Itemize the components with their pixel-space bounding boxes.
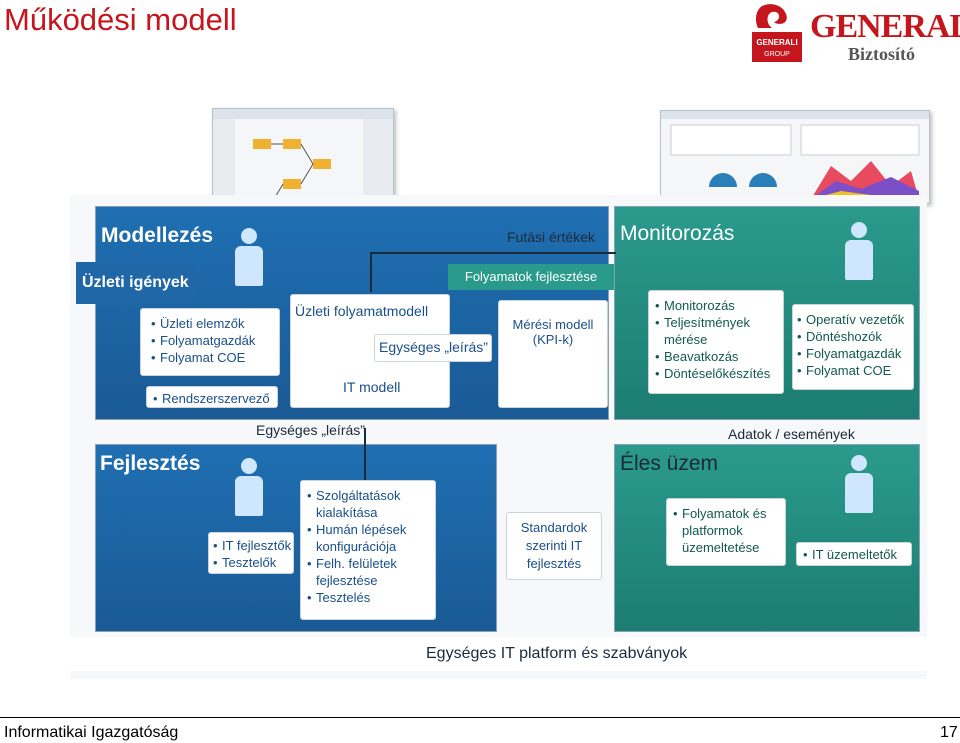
monitorozas-items-box: Monitorozás Teljesítmények mérése Beavat… <box>648 290 784 394</box>
adatok-esemenyek-label: Adatok / események <box>728 426 855 442</box>
page-number: 17 <box>940 724 958 741</box>
connector-line-top <box>370 252 616 254</box>
platform-bar-label: Egységes IT platform és szabványok <box>426 645 688 662</box>
standardok-label: Standardok szerinti IT fejlesztés <box>520 520 588 571</box>
meresi-modell-label: Mérési modell <box>512 317 594 332</box>
ops-item: Folyamatok és platformok üzemeltetése <box>673 505 785 556</box>
footer-divider <box>0 717 960 718</box>
person-icon <box>232 458 266 516</box>
kpi-label: (KPI-k) <box>532 332 574 347</box>
logo-badge-bottom: GROUP <box>764 51 790 58</box>
person-icon <box>842 222 876 280</box>
monitor-item: Teljesítmények mérése <box>655 314 783 348</box>
modellezes-label: Modellezés <box>101 224 214 247</box>
eles-roles-box: IT üzemeltetők <box>796 542 912 566</box>
uzleti-igenyek-banner: Üzleti igények <box>76 262 207 304</box>
lion-badge-icon: GENERALI GROUP <box>752 4 802 62</box>
role-item: Folyamatgazdák <box>797 345 913 362</box>
role-item: Folyamat COE <box>797 362 913 379</box>
dev-item: Humán lépések konfigurációja <box>307 521 435 555</box>
role-item: Operatív vezetők <box>797 311 913 328</box>
role-item: Rendszerszervező <box>153 390 277 407</box>
futasi-ertekek-label: Futási értékek <box>507 229 595 245</box>
role-item: IT üzemeltetők <box>803 546 911 563</box>
monitor-roles-box: Operatív vezetők Döntéshozók Folyamatgaz… <box>792 304 914 390</box>
role-item: IT fejlesztők <box>213 537 293 554</box>
egyseges-leiras-label-2: Egységes „leírás” <box>256 422 365 438</box>
person-icon <box>232 228 266 286</box>
generali-logo: GENERALI GROUP GENERALI Biztosító <box>748 2 960 66</box>
monitor-item: Monitorozás <box>655 297 783 314</box>
uzleti-folyamatmodell-label: Üzleti folyamatmodell <box>295 303 429 319</box>
fejlesztes-roles-box: IT fejlesztők Tesztelők <box>208 532 294 574</box>
rendszerszervezo-box: Rendszerszervező <box>146 386 278 408</box>
egyseges-leiras-label: Egységes „leírás” <box>379 339 488 355</box>
person-icon <box>842 455 876 513</box>
connector-line-left <box>370 252 372 292</box>
uzleti-igenyek-label: Üzleti igények <box>82 274 189 291</box>
dev-item: Tesztelés <box>307 589 435 606</box>
role-item: Üzleti elemzők <box>151 315 275 332</box>
fejlesztes-items-box: Szolgáltatások kialakítása Humán lépések… <box>300 480 436 620</box>
standardok-box: Standardok szerinti IT fejlesztés <box>506 512 602 580</box>
it-modell-label: IT modell <box>343 379 401 395</box>
logo-sub: Biztosító <box>848 44 915 64</box>
fejlesztes-label: Fejlesztés <box>100 452 201 475</box>
modellezes-roles-box: Üzleti elemzők Folyamatgazdák Folyamat C… <box>140 308 280 376</box>
logo-brand: GENERALI <box>810 8 960 45</box>
egyseges-leiras-box: Egységes „leírás” <box>374 334 492 362</box>
footer-department: Informatikai Igazgatóság <box>4 724 179 741</box>
monitorozas-label: Monitorozás <box>620 222 735 245</box>
page-title: Működési modell <box>4 2 237 37</box>
folyamatok-fejlesztese-tab: Folyamatok fejlesztése <box>448 264 614 290</box>
logo-badge-top: GENERALI <box>756 38 797 47</box>
platform-bar: Egységes IT platform és szabványok <box>70 637 927 671</box>
dashboard-screenshot <box>660 110 930 204</box>
eles-uzem-label: Éles üzem <box>620 452 719 475</box>
dev-item: Felh. felületek fejlesztése <box>307 555 435 589</box>
meresi-modell-box: Mérési modell (KPI-k) <box>498 300 608 408</box>
role-item: Folyamat COE <box>151 349 275 366</box>
monitor-item: Beavatkozás <box>655 348 783 365</box>
dashboard-thumbnail-icon <box>661 111 929 199</box>
role-item: Döntéshozók <box>797 328 913 345</box>
monitor-item: Döntéselőkészítés <box>655 365 783 382</box>
role-item: Tesztelők <box>213 554 293 571</box>
connector-line-down <box>364 428 366 488</box>
eles-items-box: Folyamatok és platformok üzemeltetése <box>666 498 786 566</box>
dev-item: Szolgáltatások kialakítása <box>307 487 435 521</box>
role-item: Folyamatgazdák <box>151 332 275 349</box>
